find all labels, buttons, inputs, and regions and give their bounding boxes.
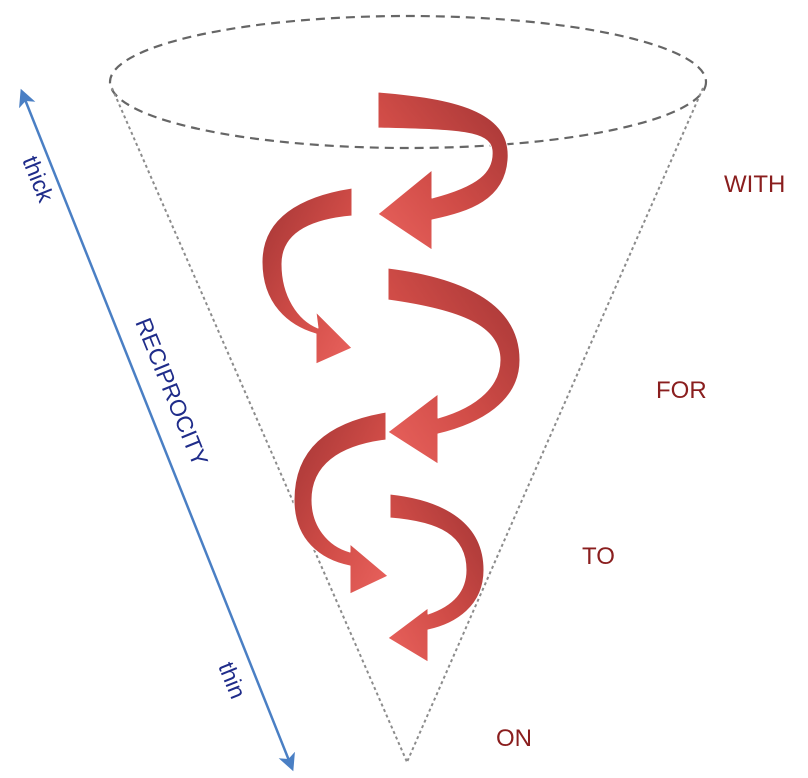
cone-right-edge <box>406 87 704 763</box>
reciprocity-axis: thick RECIPROCITY thin <box>17 88 295 772</box>
double-headed-arrow-icon <box>19 88 295 772</box>
level-label-on: ON <box>496 725 532 752</box>
cone-rim <box>108 14 708 150</box>
axis-top-label: thick <box>17 152 59 206</box>
level-label-with: WITH <box>724 171 785 198</box>
curved-arrow-icon <box>387 493 485 663</box>
spiral-arrows <box>261 91 521 663</box>
axis-bottom-label: thin <box>213 658 251 702</box>
curved-arrow-icon <box>293 411 389 595</box>
level-label-to: TO <box>582 543 615 570</box>
level-labels: WITH FOR TO ON <box>496 171 785 752</box>
curved-arrow-icon <box>387 267 521 465</box>
curved-arrow-icon <box>261 187 353 365</box>
curved-arrow-icon <box>377 91 509 251</box>
level-label-for: FOR <box>656 377 707 404</box>
